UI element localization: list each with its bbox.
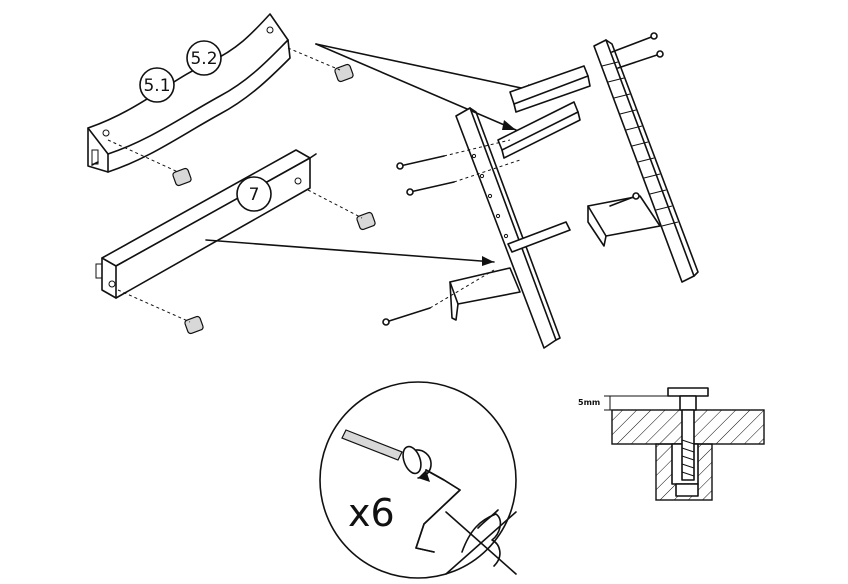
screw <box>406 181 455 196</box>
label-5-1-text: 5.1 <box>143 76 170 96</box>
screw <box>382 307 431 326</box>
foot-bar <box>95 149 317 299</box>
dowel <box>172 167 192 187</box>
label-5-2-text: 5.2 <box>190 49 217 69</box>
label-5-1: 5.1 <box>139 67 175 103</box>
chair-frame <box>449 39 699 349</box>
arrow <box>205 239 495 266</box>
dowel <box>334 63 354 83</box>
backrest-board <box>87 13 291 173</box>
label-5-2: 5.2 <box>186 40 222 76</box>
screw <box>609 192 640 207</box>
dowel <box>356 211 376 231</box>
front-post-holes <box>471 153 509 239</box>
arrow <box>315 43 517 131</box>
no-force-icon <box>445 509 517 575</box>
screw <box>617 50 664 69</box>
screw <box>611 32 658 53</box>
screw <box>396 155 445 170</box>
depth-text: 5mm <box>578 398 600 407</box>
dowel <box>184 315 204 335</box>
label-7-text: 7 <box>249 185 260 205</box>
section-detail: 5mm <box>578 387 765 501</box>
quantity-text: x6 <box>348 491 395 535</box>
rear-post-rungs <box>601 61 679 227</box>
tool-detail: x6 <box>319 381 517 579</box>
label-7: 7 <box>236 176 272 212</box>
